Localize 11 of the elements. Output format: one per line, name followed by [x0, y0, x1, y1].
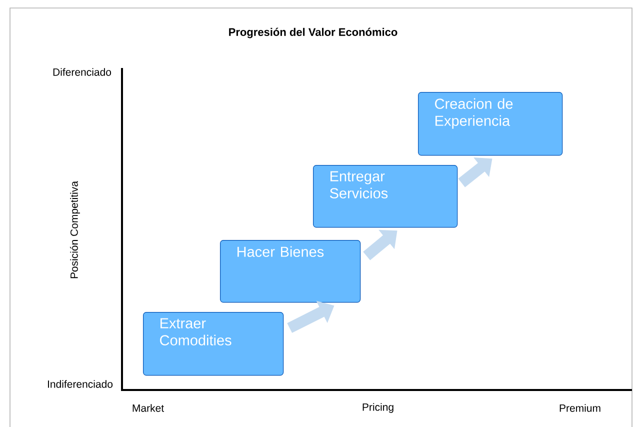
axis-label: Pricing [362, 403, 394, 413]
title: Progresión del Valor Económico [229, 28, 398, 38]
axis-label: Premium [560, 404, 600, 412]
axis-label: Indiferenciado [48, 380, 113, 388]
process-box: Entregar Servicios [313, 164, 458, 228]
process-box: Creacion de Experiencia [418, 92, 563, 156]
axis-label: Market [132, 404, 164, 412]
axis-label: Diferenciado [53, 68, 112, 76]
process-box: Hacer Bienes [220, 240, 361, 303]
process-box: Extraer Comodities [143, 312, 284, 376]
axis-label: Posición Competitiva [70, 181, 80, 278]
